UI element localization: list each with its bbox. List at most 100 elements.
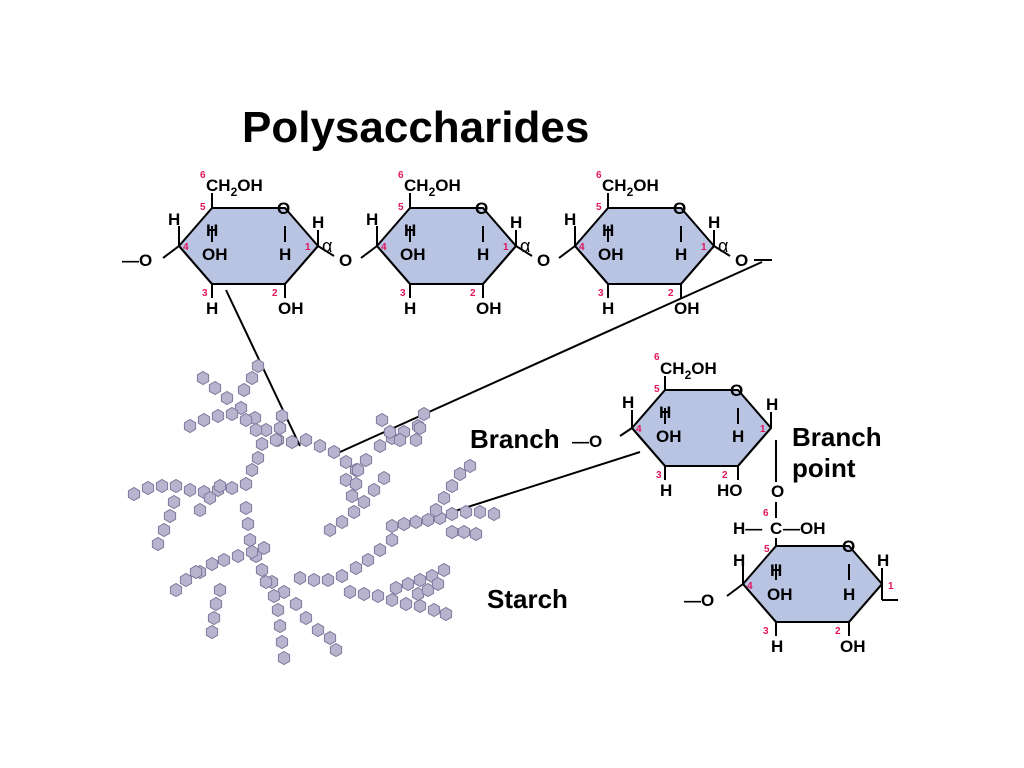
starch-bead bbox=[469, 526, 483, 542]
starch-bead bbox=[239, 412, 253, 428]
chain-oxygen-right: O bbox=[735, 251, 748, 270]
starch-bead bbox=[437, 562, 451, 578]
oh-c2-label: OH bbox=[476, 299, 502, 318]
starch-bead bbox=[155, 478, 169, 494]
starch-bead bbox=[225, 480, 239, 496]
starch-bead bbox=[377, 470, 391, 486]
c4-number: 4 bbox=[579, 242, 585, 253]
ring-oxygen-label: O bbox=[842, 537, 855, 556]
starch-bead bbox=[209, 596, 223, 612]
starch-bead bbox=[323, 630, 337, 646]
starch-bead bbox=[349, 476, 363, 492]
starch-bead bbox=[299, 610, 313, 626]
starch-bead bbox=[349, 560, 363, 576]
starch-molecule bbox=[127, 358, 501, 666]
starch-bead bbox=[275, 408, 289, 424]
c1-number: 1 bbox=[888, 581, 894, 592]
c6-number: 6 bbox=[654, 352, 660, 363]
starch-bead bbox=[409, 432, 423, 448]
starch-bead bbox=[237, 382, 251, 398]
starch-bead bbox=[399, 596, 413, 612]
ho-c2-label: HO bbox=[717, 481, 743, 500]
glucose-unit-2: CH2OH O H H H OH H H OH 6 5 4 3 2 1 α bbox=[360, 170, 533, 318]
starch-bead bbox=[329, 642, 343, 658]
h-c1-label: H bbox=[510, 213, 522, 232]
starch-bead bbox=[351, 462, 365, 478]
starch-bead bbox=[413, 598, 427, 614]
starch-bead bbox=[393, 432, 407, 448]
c3-number: 3 bbox=[400, 288, 406, 299]
starch-bead bbox=[205, 624, 219, 640]
starch-bead bbox=[169, 478, 183, 494]
starch-bead bbox=[307, 572, 321, 588]
c6-oh-label: —OH bbox=[783, 519, 826, 538]
branch-oxygen: O bbox=[771, 482, 784, 501]
starch-bead bbox=[203, 490, 217, 506]
c6-h-label: H— bbox=[733, 519, 762, 538]
starch-bead bbox=[245, 370, 259, 386]
starch-bead bbox=[293, 570, 307, 586]
starch-bead bbox=[167, 494, 181, 510]
starch-bead bbox=[257, 540, 271, 556]
h-c2-label: H bbox=[843, 585, 855, 604]
c2-number: 2 bbox=[668, 288, 674, 299]
starch-bead bbox=[299, 432, 313, 448]
oh-c4-label: OH bbox=[202, 245, 228, 264]
oh-c4-label: OH bbox=[400, 245, 426, 264]
starch-bead bbox=[345, 488, 359, 504]
ring-branch bbox=[630, 389, 773, 467]
h-c5-label: H bbox=[659, 403, 671, 422]
starch-bead bbox=[445, 506, 459, 522]
c1-number: 1 bbox=[305, 242, 311, 253]
starch-bead bbox=[207, 610, 221, 626]
starch-bead bbox=[459, 504, 473, 520]
chain-linkages: —O O O O bbox=[122, 251, 772, 270]
starch-bead bbox=[361, 552, 375, 568]
starch-bead bbox=[277, 584, 291, 600]
starch-bead bbox=[373, 542, 387, 558]
alpha-label: α bbox=[322, 236, 332, 256]
starch-bead bbox=[409, 514, 423, 530]
starch-bead bbox=[267, 588, 281, 604]
starch-bead bbox=[196, 370, 210, 386]
starch-bead bbox=[389, 580, 403, 596]
starch-bead bbox=[251, 358, 265, 374]
starch-bead bbox=[255, 562, 269, 578]
starch-bead bbox=[277, 650, 291, 666]
c2-number: 2 bbox=[722, 470, 728, 481]
starch-bead bbox=[285, 434, 299, 450]
starch-bead bbox=[321, 572, 335, 588]
glucose-unit-1: CH2OH O H H H OH H H OH 6 5 4 3 2 1 α bbox=[162, 170, 335, 318]
branch-link-oxygen: —O bbox=[572, 432, 602, 451]
starch-bead bbox=[163, 508, 177, 524]
c6-carbon-label: C bbox=[770, 519, 782, 538]
starch-bead bbox=[313, 438, 327, 454]
starch-bead bbox=[373, 438, 387, 454]
c3-number: 3 bbox=[763, 626, 769, 637]
alpha-label: α bbox=[520, 236, 530, 256]
starch-bead bbox=[445, 524, 459, 540]
h-c5-label: H bbox=[770, 561, 782, 580]
c6-bridge: 6 H— C —OH bbox=[733, 502, 826, 554]
starch-bead bbox=[189, 564, 203, 580]
starch-bead bbox=[397, 516, 411, 532]
starch-label: Starch bbox=[487, 584, 568, 614]
h-c3-label: H bbox=[771, 637, 783, 656]
c6-number: 6 bbox=[200, 170, 206, 181]
oh-c4-label: OH bbox=[767, 585, 793, 604]
starch-bead bbox=[473, 504, 487, 520]
starch-bead bbox=[213, 478, 227, 494]
starch-bead bbox=[249, 422, 263, 438]
starch-bead bbox=[269, 432, 283, 448]
starch-bead bbox=[375, 412, 389, 428]
h-c1-label: H bbox=[312, 213, 324, 232]
starch-bead bbox=[225, 406, 239, 422]
starch-bead bbox=[359, 452, 373, 468]
starch-bead bbox=[357, 494, 371, 510]
c4-number: 4 bbox=[636, 424, 642, 435]
c2-number: 2 bbox=[835, 626, 841, 637]
glucose-unit-lower: O H H H OH H H OH 5 4 3 2 1 —O bbox=[684, 537, 898, 656]
starch-bead bbox=[234, 400, 248, 416]
branch-point-label-line2: point bbox=[792, 453, 856, 483]
starch-bead bbox=[169, 582, 183, 598]
